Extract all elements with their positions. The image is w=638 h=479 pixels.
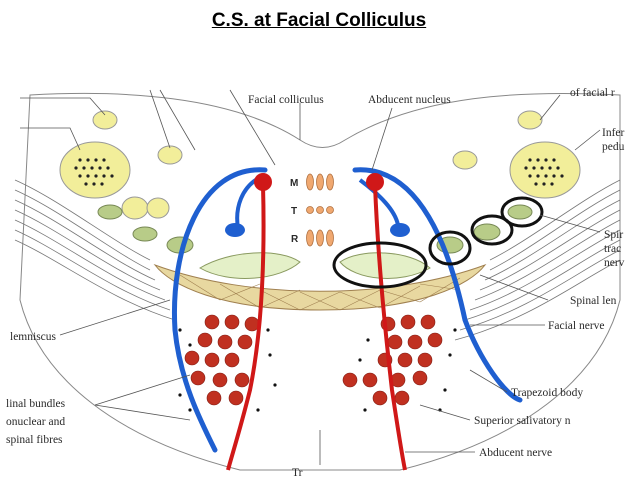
pons-outline: [19, 92, 621, 471]
slide-title: C.S. at Facial Colliculus: [211, 10, 427, 31]
left-blue-pathway: [171, 167, 268, 453]
right-blue-nucleus: [390, 223, 410, 237]
medial-lemniscus: [153, 263, 487, 311]
right-red-nucleus: [366, 173, 384, 191]
marker-m: M: [290, 178, 298, 189]
left-blue-nucleus: [225, 223, 245, 237]
left-cerebellar-fibres: [14, 179, 176, 321]
midline-nuclei: [306, 173, 334, 247]
label-spinal-tract-2: trac: [604, 243, 621, 255]
label-inferior-2: pedu: [602, 141, 625, 153]
right-blue-pathway: [352, 167, 523, 403]
right-red-pathway: [373, 184, 407, 471]
right-spinal-nucleus: [339, 252, 431, 279]
pontine-black-dots: [178, 328, 457, 412]
marker-r: R: [291, 234, 299, 245]
label-lemniscus: lemniscus: [10, 331, 57, 343]
label-spinal-lemniscus: Spinal len: [570, 295, 617, 307]
left-red-nucleus: [254, 173, 272, 191]
left-inferior-peduncle: [59, 141, 131, 199]
label-abducent-nucleus: Abducent nucleus: [368, 94, 451, 106]
label-abducent-nerve: Abducent nerve: [479, 447, 552, 459]
label-of-facial: of facial r: [570, 87, 615, 99]
label-facial-nerve: Facial nerve: [548, 320, 605, 332]
left-spinal-nucleus: [199, 252, 301, 279]
label-spinal-tract-3: nerv: [604, 257, 625, 269]
highlight-outlines: [332, 196, 544, 289]
leader-lines: [20, 89, 601, 465]
left-red-pathway: [226, 184, 266, 471]
label-bundles-3: spinal fibres: [6, 434, 63, 446]
right-cerebellar-fibres: [454, 179, 621, 341]
label-inferior-1: Infer: [602, 127, 625, 139]
label-trapezoid-body: Trapezoid body: [511, 387, 583, 399]
right-inferior-peduncle: [509, 141, 581, 199]
label-superior-salivatory: Superior salivatory n: [474, 415, 571, 427]
left-pontine-nuclei: [184, 314, 260, 406]
right-blue-branch: [358, 178, 400, 226]
label-bundles-1: linal bundles: [6, 398, 66, 410]
label-bundles-2: onuclear and: [6, 416, 65, 428]
marker-t: T: [291, 206, 297, 217]
yellow-nuclei: [92, 110, 543, 220]
label-facial-colliculus: Facial colliculus: [248, 94, 324, 106]
label-spinal-tract-1: Spir: [604, 229, 623, 241]
label-trapezius-cut: Tr: [292, 467, 303, 479]
